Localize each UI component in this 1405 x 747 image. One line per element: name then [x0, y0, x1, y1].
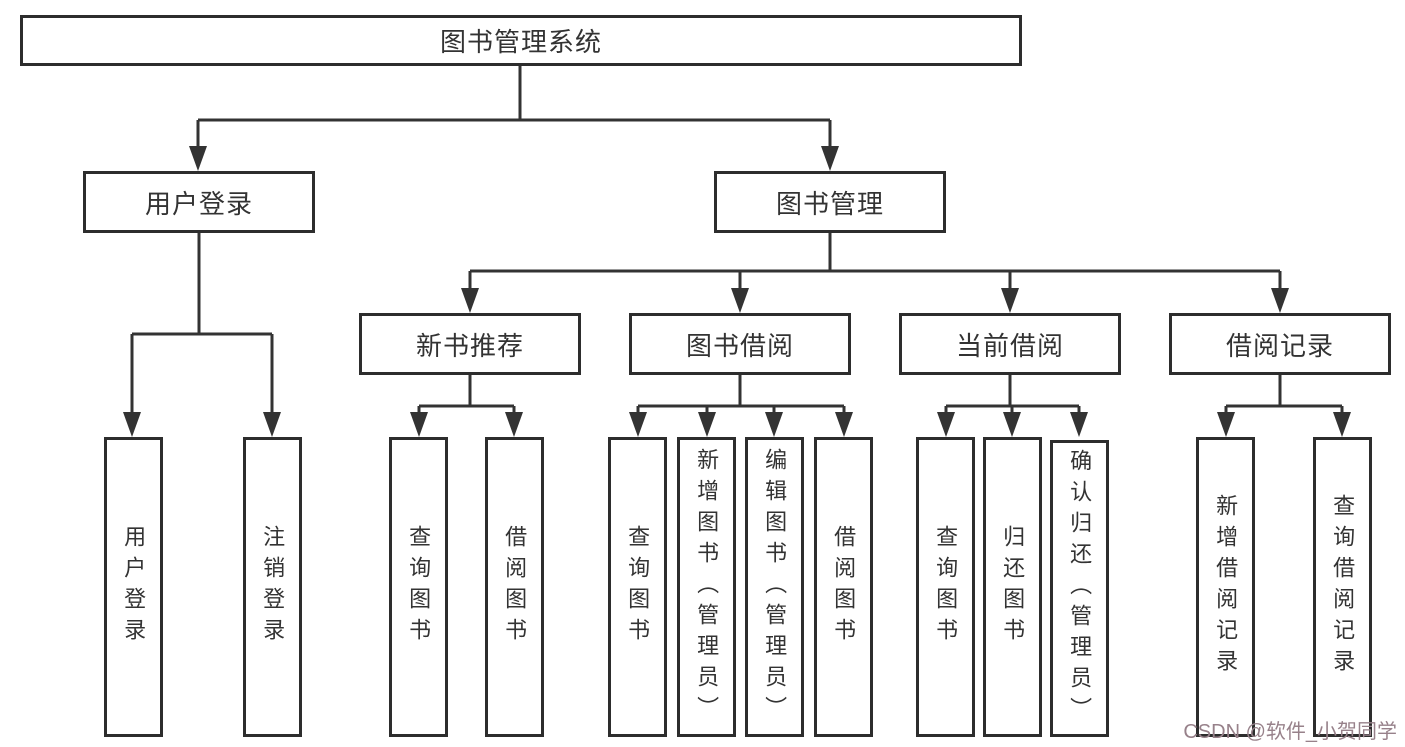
leaf-borrow-query-book: 查询图书	[608, 437, 667, 737]
leaf-records-query-record: 查询借阅记录	[1313, 437, 1372, 737]
arrowhead-icon	[461, 288, 479, 313]
arrowheads	[123, 146, 1351, 437]
leaf-label: 查询图书	[933, 525, 959, 649]
arrowhead-icon	[1217, 412, 1235, 437]
node-borrow-records: 借阅记录	[1169, 313, 1391, 375]
arrowhead-icon	[765, 412, 783, 437]
leaf-current-confirm-return-admin: 确认归还（管理员）	[1050, 440, 1109, 737]
leaf-borrow-borrow-book: 借阅图书	[814, 437, 873, 737]
leaf-label: 编辑图书（管理员）	[762, 447, 788, 727]
leaf-label: 查询借阅记录	[1330, 494, 1356, 680]
leaf-borrow-edit-book-admin: 编辑图书（管理员）	[745, 437, 804, 737]
leaf-logout-login: 注销登录	[243, 437, 302, 737]
connector-lines	[130, 66, 1344, 415]
leaf-current-query-book: 查询图书	[916, 437, 975, 737]
leaf-label: 查询图书	[625, 525, 651, 649]
leaf-label: 新增借阅记录	[1213, 494, 1239, 680]
leaf-newbook-borrow-book: 借阅图书	[485, 437, 544, 737]
node-book-management: 图书管理	[714, 171, 946, 233]
leaf-label: 注销登录	[260, 525, 286, 649]
arrowhead-icon	[410, 412, 428, 437]
leaf-user-login: 用户登录	[104, 437, 163, 737]
leaf-current-return-book: 归还图书	[983, 437, 1042, 737]
arrowhead-icon	[731, 288, 749, 313]
leaf-newbook-query-book: 查询图书	[389, 437, 448, 737]
leaf-label: 归还图书	[1000, 525, 1026, 649]
arrowhead-icon	[263, 412, 281, 437]
arrowhead-icon	[1003, 412, 1021, 437]
leaf-label: 确认归还（管理员）	[1067, 449, 1093, 728]
watermark-text: CSDN @软件_小贺同学	[1183, 721, 1397, 743]
arrowhead-icon	[505, 412, 523, 437]
arrowhead-icon	[1070, 412, 1088, 437]
leaf-label: 借阅图书	[502, 525, 528, 649]
leaf-label: 借阅图书	[831, 525, 857, 649]
arrowhead-icon	[629, 412, 647, 437]
leaf-borrow-add-book-admin: 新增图书（管理员）	[677, 437, 736, 737]
node-book-borrow: 图书借阅	[629, 313, 851, 375]
leaf-label: 用户登录	[121, 525, 147, 649]
leaf-label: 新增图书（管理员）	[694, 447, 720, 727]
arrowhead-icon	[189, 146, 207, 171]
arrowhead-icon	[123, 412, 141, 437]
arrowhead-icon	[821, 146, 839, 171]
arrowhead-icon	[835, 412, 853, 437]
arrowhead-icon	[1001, 288, 1019, 313]
arrowhead-icon	[937, 412, 955, 437]
node-root: 图书管理系统	[20, 15, 1022, 66]
arrowhead-icon	[1271, 288, 1289, 313]
node-new-book-recommend: 新书推荐	[359, 313, 581, 375]
node-user-login: 用户登录	[83, 171, 315, 233]
arrowhead-icon	[1333, 412, 1351, 437]
leaf-label: 查询图书	[406, 525, 432, 649]
node-current-borrow: 当前借阅	[899, 313, 1121, 375]
arrowhead-icon	[698, 412, 716, 437]
leaf-records-add-record: 新增借阅记录	[1196, 437, 1255, 737]
